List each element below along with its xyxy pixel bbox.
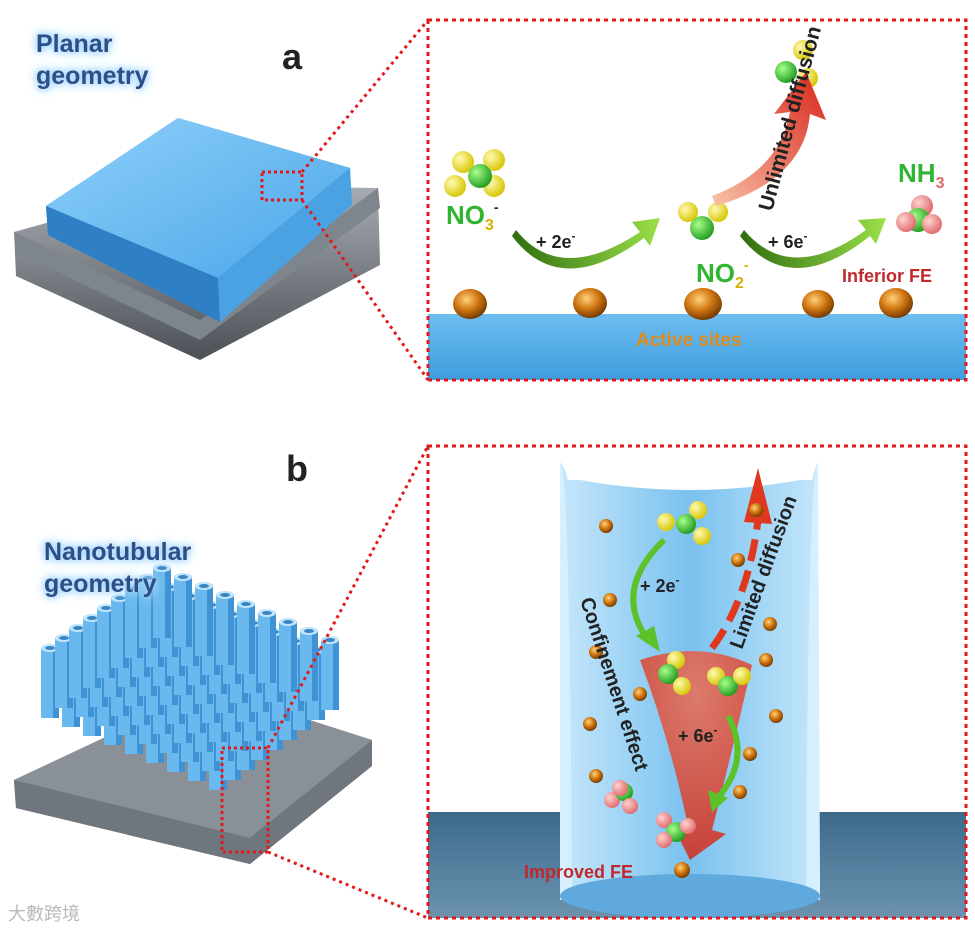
step-b2-arrow — [713, 714, 741, 803]
nanotube — [237, 600, 255, 674]
active-site-ball — [759, 653, 773, 667]
zoom-line-a-top — [300, 19, 430, 173]
nanotube — [174, 573, 192, 647]
active-site-ball — [743, 747, 757, 761]
step-b1-arrow — [630, 537, 667, 642]
zoom-line-b-bottom — [267, 850, 429, 920]
active-site-ball — [769, 709, 783, 723]
active-site-balls — [453, 288, 913, 320]
active-site-ball — [731, 553, 745, 567]
no3-molecule-b — [657, 501, 711, 545]
planar-geometry-label: Planar geometry — [36, 30, 149, 90]
active-site-ball — [599, 519, 613, 533]
improved-fe-label: Improved FE — [524, 862, 633, 882]
unlimited-diffusion-arrow — [712, 72, 826, 206]
nanotube-array — [14, 564, 372, 864]
step-a1-arrow — [512, 218, 660, 269]
active-site-ball — [589, 645, 603, 659]
active-site-ball — [633, 687, 647, 701]
panel-b-zoom: + 2e- + 6e- Confinement effect Limited d… — [428, 446, 966, 918]
no3-label: NO3- — [446, 199, 499, 234]
active-site-ball — [749, 503, 763, 517]
nh3-molecule-b2 — [656, 812, 696, 848]
active-site-ball — [589, 769, 603, 783]
step-b2-label: + 6e- — [678, 723, 718, 746]
nanotube — [195, 582, 213, 656]
active-sites-label: Active sites — [636, 330, 742, 351]
zoom-line-a-bottom — [300, 199, 430, 381]
panel-a-frame — [426, 18, 968, 382]
step-a2-label: + 6e- — [768, 229, 808, 252]
planar-slab — [14, 118, 380, 360]
active-site-ball — [763, 617, 777, 631]
nh3-label: NH3 — [898, 158, 945, 192]
zoom-box-a — [260, 170, 304, 202]
panel-b-frame — [426, 444, 968, 920]
nh3-molecule — [896, 195, 942, 234]
nanotube — [153, 564, 171, 638]
zoom-box-b — [220, 746, 270, 854]
active-site-ball — [733, 785, 747, 799]
panel-b-letter: b — [286, 448, 308, 489]
no2-molecule-b2 — [707, 667, 751, 696]
electrode-surface — [428, 314, 966, 380]
no2-molecule — [678, 202, 728, 240]
confinement-cone — [640, 651, 752, 860]
watermark: 大數跨境 — [8, 904, 80, 925]
active-site-ball — [583, 717, 597, 731]
no3-molecule — [444, 149, 505, 197]
panel-a-zoom: NO3- + 2e- NO2- + 6e- NH3 Inferior FE Ac… — [428, 20, 966, 380]
limited-diffusion-arrow — [709, 519, 762, 651]
step-b1-label: + 2e- — [640, 573, 680, 596]
panel-a-letter: a — [282, 36, 303, 77]
nanotubular-geometry-label: Nanotubular geometry — [44, 538, 192, 598]
nanotube — [279, 618, 297, 692]
nanotube — [258, 609, 276, 683]
nanotubes — [41, 564, 339, 790]
no2-label: NO2- — [696, 257, 749, 292]
zoom-line-b-top — [266, 445, 430, 749]
active-site-ball — [603, 593, 617, 607]
step-a2-arrow — [740, 218, 886, 268]
tube-active-sites — [583, 503, 783, 799]
inferior-fe-label: Inferior FE — [842, 266, 932, 286]
nanotube — [216, 591, 234, 665]
step-a1-label: + 2e- — [536, 229, 576, 252]
nanotube — [321, 636, 339, 710]
nh3-molecule-b1 — [604, 780, 638, 814]
nanotube — [300, 627, 318, 701]
no2-molecule-b1 — [658, 651, 691, 695]
